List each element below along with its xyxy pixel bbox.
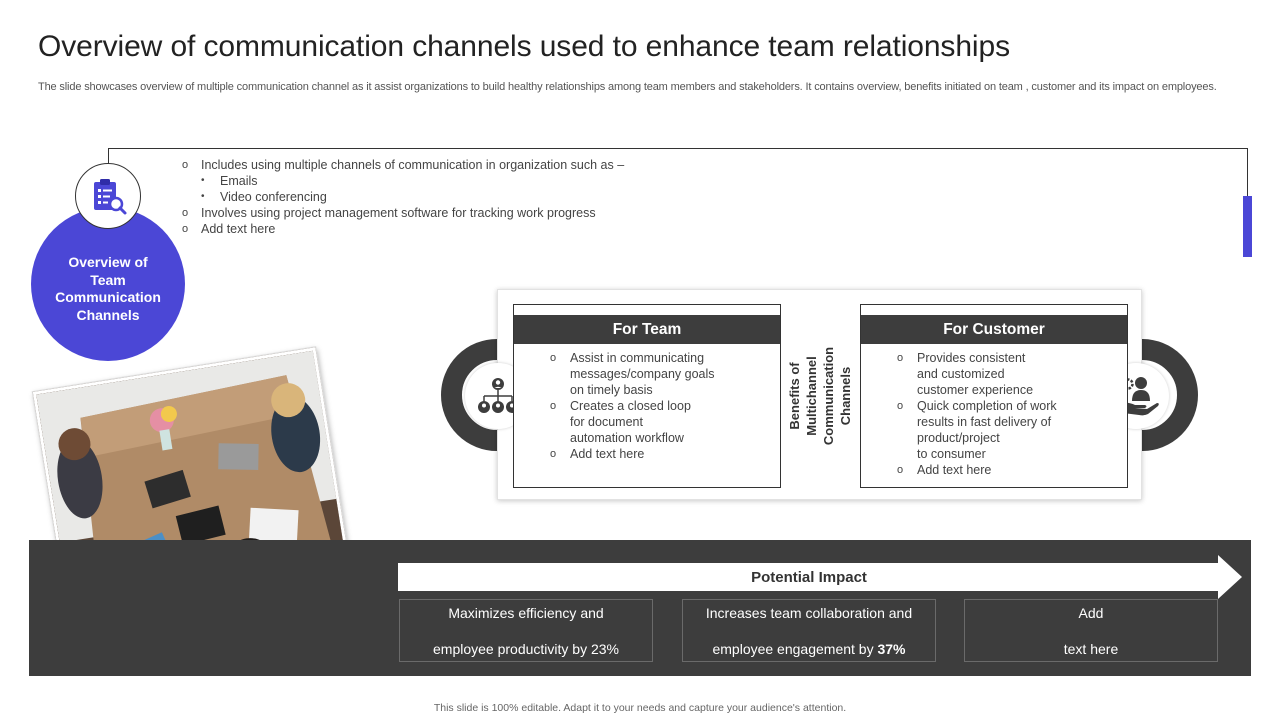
impact-line: Increases team collaboration and	[705, 604, 913, 621]
circle-bullet-icon: o	[897, 464, 904, 476]
impact-band	[29, 540, 1251, 676]
circle-bullet-icon: o	[550, 448, 557, 460]
dot-bullet-icon: •	[201, 175, 205, 186]
vertical-label: Benefits of Multichannel Communication C…	[787, 304, 853, 488]
team-hierarchy-icon	[478, 378, 518, 413]
impact-line: employee engagement by 37%	[712, 640, 906, 657]
overview-sub-bullet: •Emails	[201, 174, 258, 188]
impact-arrow	[398, 555, 1242, 599]
clipboard-search-icon	[94, 179, 127, 215]
impact-line: employee productivity by 23%	[433, 640, 619, 657]
slide-title: Overview of communication channels used …	[38, 30, 1010, 63]
dot-bullet-icon: •	[201, 191, 205, 202]
impact-line: Maximizes efficiency and	[448, 604, 604, 621]
circle-bullet-icon: o	[182, 223, 189, 235]
overview-sub-bullet: •Video conferencing	[201, 190, 327, 204]
for-team-header: For Team	[514, 315, 780, 344]
impact-box-add-text: Add text here	[964, 599, 1218, 662]
circle-bullet-icon: o	[182, 207, 189, 219]
impact-box-efficiency: Maximizes efficiency and employee produc…	[399, 599, 653, 662]
impact-line: Add	[1078, 604, 1104, 621]
overview-label: Overview of Team Communication Channels	[55, 254, 161, 323]
slide-footer: This slide is 100% editable. Adapt it to…	[433, 702, 847, 714]
overview-icon-badge	[75, 163, 141, 229]
circle-bullet-icon: o	[897, 400, 904, 412]
for-customer-header: For Customer	[861, 315, 1127, 344]
circle-bullet-icon: o	[897, 352, 904, 364]
overview-circle: Overview of Team Communication Channels	[31, 207, 185, 361]
circle-bullet-icon: o	[182, 159, 189, 171]
circle-bullet-icon: o	[550, 400, 557, 412]
circle-bullet-icon: o	[550, 352, 557, 364]
benefits-vertical-label: Benefits of Multichannel Communication C…	[787, 346, 854, 446]
impact-line: text here	[1063, 640, 1119, 657]
slide-subtitle: The slide showcases overview of multiple…	[38, 81, 1217, 93]
impact-title: Potential Impact	[751, 568, 867, 586]
accent-bar	[1243, 196, 1252, 257]
impact-box-collaboration: Increases team collaboration and employe…	[682, 599, 936, 662]
